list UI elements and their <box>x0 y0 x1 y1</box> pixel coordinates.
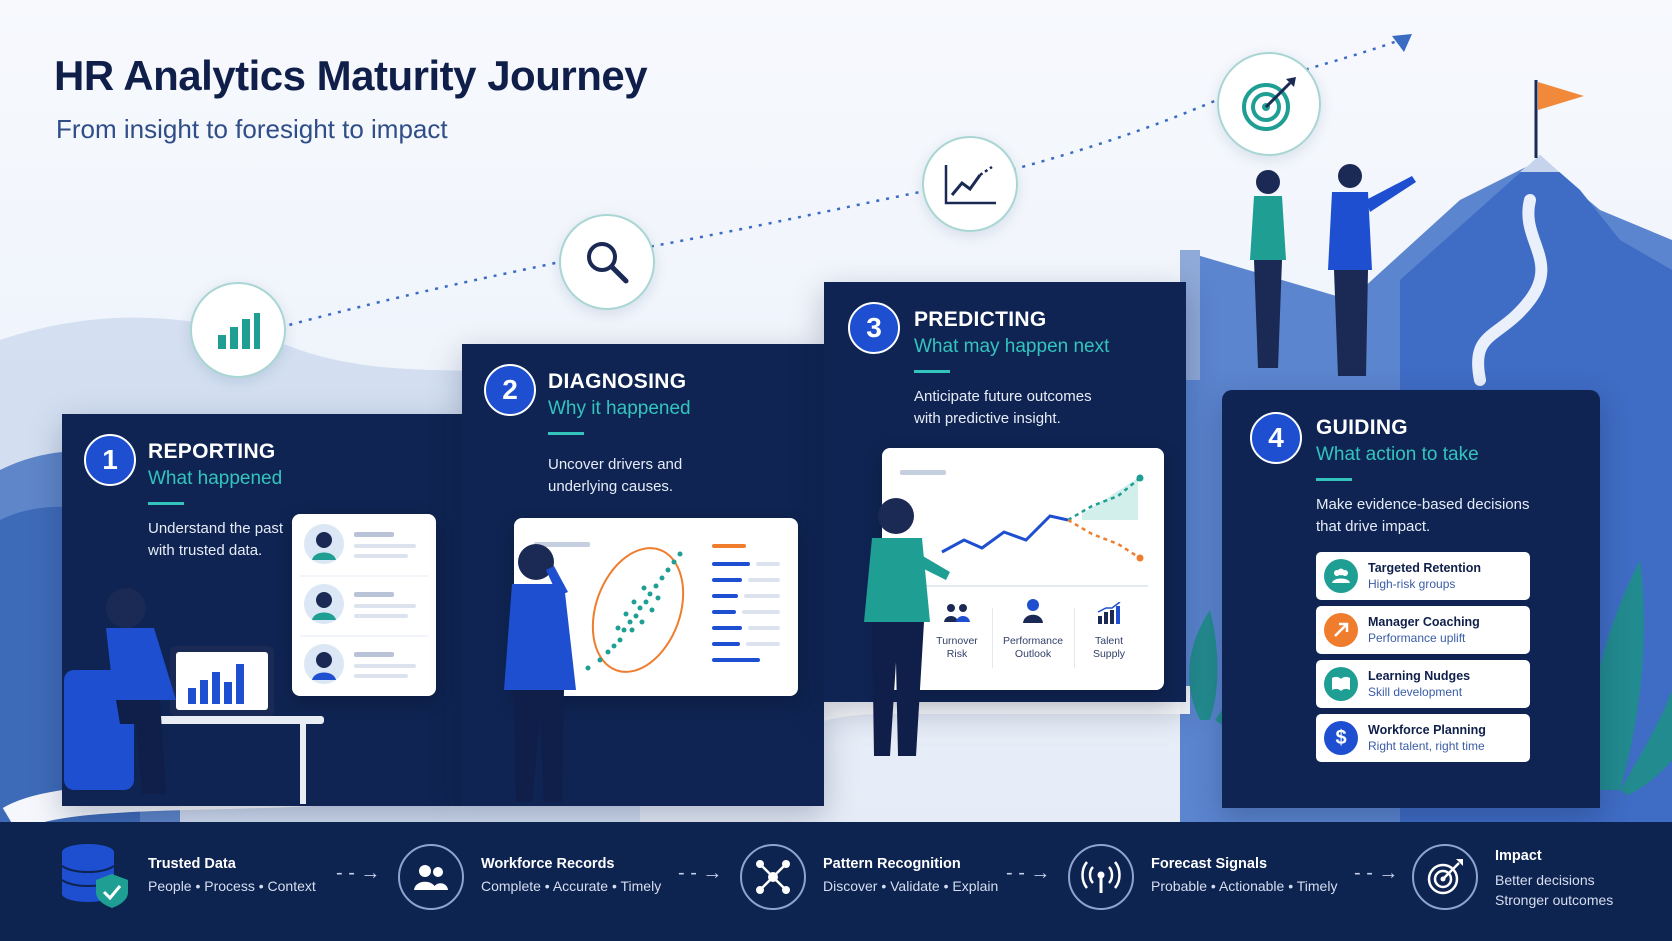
stage-description: Uncover drivers and underlying causes. <box>548 456 683 495</box>
kpi-talent-supply: Talent Supply <box>1074 601 1144 661</box>
action-subtitle: Skill development <box>1368 685 1463 699</box>
people-icon <box>398 844 464 910</box>
stage-description: Understand the past with trusted data. <box>148 520 284 559</box>
bar-chart-icon <box>190 282 286 378</box>
employee-profile-panel <box>292 514 436 696</box>
person-icon <box>1023 599 1043 623</box>
flow-step-pattern-recognition: Pattern Recognition Discover • Validate … <box>823 856 999 894</box>
page-title: HR Analytics Maturity Journey <box>54 52 648 99</box>
database-shield-icon <box>58 842 132 913</box>
action-card-learning-nudges[interactable]: Learning Nudges Skill development <box>1316 660 1530 708</box>
stage-title: GUIDING <box>1316 416 1408 439</box>
action-card-workforce-planning[interactable]: $ Workforce Planning Right talent, right… <box>1316 714 1530 762</box>
network-icon <box>740 844 806 910</box>
trend-line-icon <box>922 136 1018 232</box>
stage-description: Make evidence-based decisions that drive… <box>1316 496 1530 535</box>
dollar-icon: $ <box>1324 721 1358 755</box>
action-subtitle: High-risk groups <box>1368 577 1456 591</box>
book-icon <box>1324 667 1358 701</box>
stage-description: Anticipate future outcomes with predicti… <box>914 388 1092 427</box>
profile-row <box>304 524 416 564</box>
action-title: Manager Coaching <box>1368 615 1480 629</box>
stage-diagnosing-card: 2 DIAGNOSING Why it happened Uncover dri… <box>462 344 824 806</box>
page-subtitle: From insight to foresight to impact <box>56 114 448 144</box>
stage-number-badge: 2 <box>484 364 536 416</box>
flow-arrow-icon: - - → <box>678 862 723 884</box>
trend-bars-icon <box>1097 601 1121 624</box>
kpi-performance-outlook: Performance Outlook <box>994 598 1072 661</box>
action-subtitle: Right talent, right time <box>1368 739 1485 753</box>
action-title: Learning Nudges <box>1368 669 1471 683</box>
stage-number-badge: 3 <box>848 302 900 354</box>
stage-divider <box>914 370 950 373</box>
stage-number-badge: 4 <box>1250 412 1302 464</box>
magnifier-icon <box>559 214 655 310</box>
stage-divider <box>148 502 184 505</box>
stage-subtitle: Why it happened <box>548 398 691 419</box>
flow-step-impact: Impact Better decisions Stronger outcome… <box>1495 848 1614 908</box>
stage-subtitle: What happened <box>148 468 283 489</box>
flow-step-forecast-signals: Forecast Signals Probable • Actionable •… <box>1151 856 1338 894</box>
stage-subtitle: What action to take <box>1316 444 1479 465</box>
stage-divider <box>1316 478 1352 481</box>
group-icon <box>1324 559 1358 593</box>
profile-row <box>304 584 416 624</box>
target-icon <box>1217 52 1321 156</box>
people-risk-icon <box>944 604 970 622</box>
stage-predicting-card: 3 PREDICTING What may happen next Antici… <box>824 282 1186 756</box>
flow-arrow-icon: - - → <box>336 862 381 884</box>
action-card-targeted-retention[interactable]: Targeted Retention High-risk groups <box>1316 552 1530 600</box>
flow-step-trusted-data: Trusted Data People • Process • Context <box>148 856 316 894</box>
action-title: Targeted Retention <box>1368 561 1481 575</box>
signal-icon <box>1068 844 1134 910</box>
scatter-points <box>585 551 683 671</box>
stage-guiding-card: 4 GUIDING What action to take Make evide… <box>1222 390 1600 808</box>
thinking-analyst-illustration <box>504 544 576 802</box>
flow-arrow-icon: - - → <box>1354 862 1399 884</box>
flow-step-workforce-records: Workforce Records Complete • Accurate • … <box>481 856 662 894</box>
data-flow-band <box>0 822 1672 941</box>
stage-divider <box>548 432 584 435</box>
profile-row <box>304 644 416 684</box>
target-icon <box>1412 844 1478 910</box>
flag-icon <box>1538 82 1584 110</box>
stage-title: DIAGNOSING <box>548 370 687 393</box>
stage-reporting-card: 1 REPORTING What happened Understand the… <box>62 414 462 806</box>
arrow-head-icon <box>1392 34 1412 52</box>
stage-title: PREDICTING <box>914 308 1047 331</box>
flow-arrow-icon: - - → <box>1006 862 1051 884</box>
stage-number-badge: 1 <box>84 434 136 486</box>
arrow-up-right-icon <box>1324 613 1358 647</box>
people-at-summit <box>1250 164 1416 376</box>
stage-subtitle: What may happen next <box>914 336 1110 357</box>
kpi-turnover-risk: Turnover Risk <box>922 602 992 661</box>
analyst-at-laptop-illustration <box>64 588 324 804</box>
action-title: Workforce Planning <box>1368 723 1486 737</box>
action-card-manager-coaching[interactable]: Manager Coaching Performance uplift <box>1316 606 1530 654</box>
action-subtitle: Performance uplift <box>1368 631 1466 645</box>
presenting-analyst-illustration <box>864 498 950 756</box>
stage-title: REPORTING <box>148 440 276 463</box>
